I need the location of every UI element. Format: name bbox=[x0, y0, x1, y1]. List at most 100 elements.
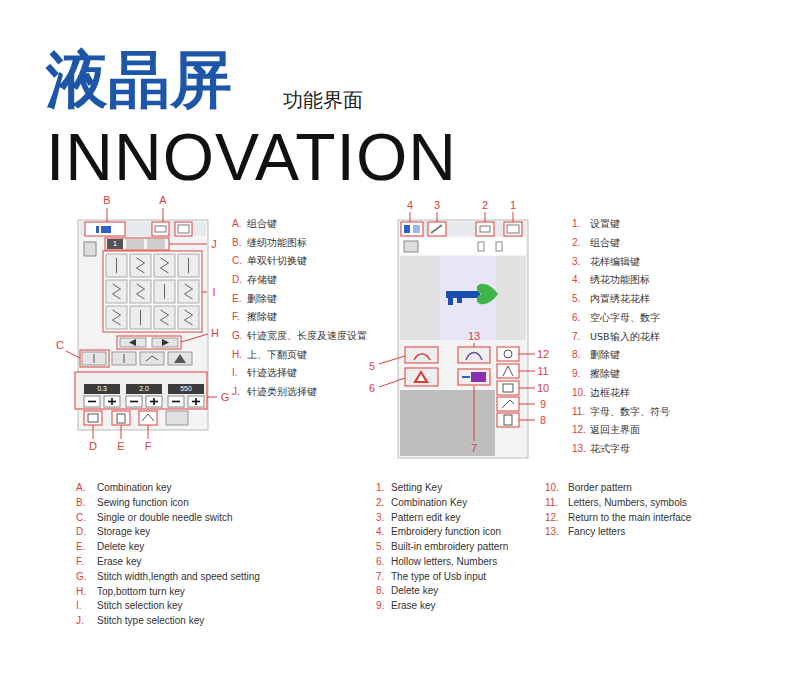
screen-rect bbox=[168, 352, 192, 365]
screen-rect bbox=[152, 222, 169, 236]
screen-rect bbox=[480, 226, 490, 232]
screen-rect bbox=[106, 254, 127, 277]
screen-rect bbox=[166, 411, 188, 425]
screen-line bbox=[519, 371, 535, 372]
list-marker: 9. bbox=[376, 600, 384, 612]
list-marker: 11. bbox=[545, 497, 558, 509]
callout-label: 10 bbox=[537, 382, 549, 395]
list-marker: F. bbox=[76, 556, 84, 568]
list-text: 内置绣花花样 bbox=[590, 294, 650, 305]
list-text: Top,bottom turn key bbox=[97, 586, 185, 598]
list-marker: 1. bbox=[572, 218, 580, 230]
screen-path bbox=[502, 400, 514, 408]
screen-rect bbox=[476, 222, 494, 236]
list-text: Stitch type selection key bbox=[97, 615, 204, 627]
screen-path bbox=[129, 339, 136, 346]
screen-rect bbox=[504, 415, 512, 425]
list-marker: 12. bbox=[572, 425, 586, 437]
list-text: 针迹宽度、长度及速度设置 bbox=[247, 331, 367, 342]
screen-rect bbox=[168, 384, 204, 394]
screen-line bbox=[88, 401, 96, 403]
screen-path bbox=[414, 354, 430, 360]
screen-rect bbox=[188, 396, 204, 407]
list-marker: A. bbox=[76, 482, 85, 494]
screen-rect bbox=[178, 280, 199, 303]
list-text: 字母、数字、符号 bbox=[590, 406, 670, 417]
screen-line bbox=[519, 420, 535, 421]
list-marker: H. bbox=[76, 586, 86, 598]
screen-rect bbox=[497, 413, 519, 427]
screen-line bbox=[111, 398, 113, 405]
screen-rect bbox=[400, 238, 526, 255]
screen-rect bbox=[106, 306, 127, 329]
list-text: 擦除键 bbox=[247, 312, 277, 323]
list-text: 边框花样 bbox=[590, 387, 630, 398]
list-marker: J. bbox=[232, 386, 240, 398]
list-text: USB输入的花样 bbox=[590, 331, 660, 342]
screen-rect bbox=[497, 381, 519, 395]
list-text: Erase key bbox=[97, 556, 141, 568]
list-text: 删除键 bbox=[247, 293, 277, 304]
callout-label: E bbox=[117, 440, 124, 453]
screen-line bbox=[169, 244, 207, 245]
list-marker: G. bbox=[76, 571, 87, 583]
list-marker: F. bbox=[232, 312, 240, 324]
screen-rect bbox=[112, 352, 136, 365]
screen-rect bbox=[471, 372, 486, 382]
callout-label: D bbox=[89, 440, 97, 453]
screen-path bbox=[185, 284, 193, 299]
screen-path bbox=[174, 354, 186, 363]
list-marker: 10. bbox=[545, 482, 559, 494]
screen-line bbox=[474, 385, 475, 441]
screen-rect bbox=[400, 390, 495, 456]
screen-path bbox=[113, 284, 121, 299]
screen-rect bbox=[140, 352, 164, 365]
list-text: 组合键 bbox=[590, 237, 620, 248]
screen-rect bbox=[130, 254, 151, 277]
list-text: 上、下翻页键 bbox=[247, 349, 307, 360]
screen-rect bbox=[105, 238, 169, 250]
callout-label: H bbox=[211, 327, 219, 340]
screen-path bbox=[185, 310, 193, 325]
list-text: Embroidery function icon bbox=[391, 527, 501, 539]
list-text: Combination key bbox=[97, 482, 171, 494]
list-marker: 3. bbox=[376, 512, 384, 524]
screen-line bbox=[163, 208, 164, 222]
callout-label: 12 bbox=[537, 348, 549, 361]
list-marker: E. bbox=[76, 541, 85, 553]
screen-path bbox=[477, 284, 498, 305]
list-marker: 13. bbox=[545, 527, 559, 539]
screen-rect bbox=[120, 338, 146, 347]
list-text: Stitch width,length and speed setting bbox=[97, 571, 260, 583]
list-marker: 4. bbox=[572, 275, 580, 287]
list-text: 擦除键 bbox=[590, 369, 620, 380]
screen-rect bbox=[405, 368, 438, 386]
screen-g bbox=[88, 398, 200, 405]
screen-path bbox=[164, 284, 165, 299]
screen-path bbox=[137, 258, 145, 273]
list-marker: A. bbox=[232, 218, 241, 230]
list-marker: C. bbox=[76, 512, 86, 524]
list-text: The type of Usb input bbox=[391, 571, 486, 583]
screen-rect bbox=[82, 352, 106, 365]
screen-rect bbox=[75, 372, 207, 409]
list-marker: 2. bbox=[572, 237, 580, 249]
screen-line bbox=[519, 404, 535, 405]
callout-label: 1 bbox=[510, 199, 516, 212]
screen-path bbox=[146, 356, 158, 361]
list-marker: 2. bbox=[376, 497, 384, 509]
screen-rect bbox=[457, 298, 462, 303]
screen-rect bbox=[104, 396, 120, 407]
screen-rect bbox=[497, 364, 519, 378]
list-text: Setting Key bbox=[391, 482, 442, 494]
subtitle: 功能界面 bbox=[283, 89, 363, 112]
list-text: Single or double needle switch bbox=[97, 512, 233, 524]
list-text: Stitch selection key bbox=[97, 601, 183, 613]
screen-rect bbox=[117, 336, 181, 349]
screen-rect bbox=[101, 226, 111, 233]
screen-rect bbox=[96, 226, 99, 233]
callout-label: B bbox=[103, 194, 110, 207]
screen-path bbox=[417, 374, 425, 381]
screen-line bbox=[462, 376, 470, 378]
screen-path bbox=[413, 370, 429, 383]
